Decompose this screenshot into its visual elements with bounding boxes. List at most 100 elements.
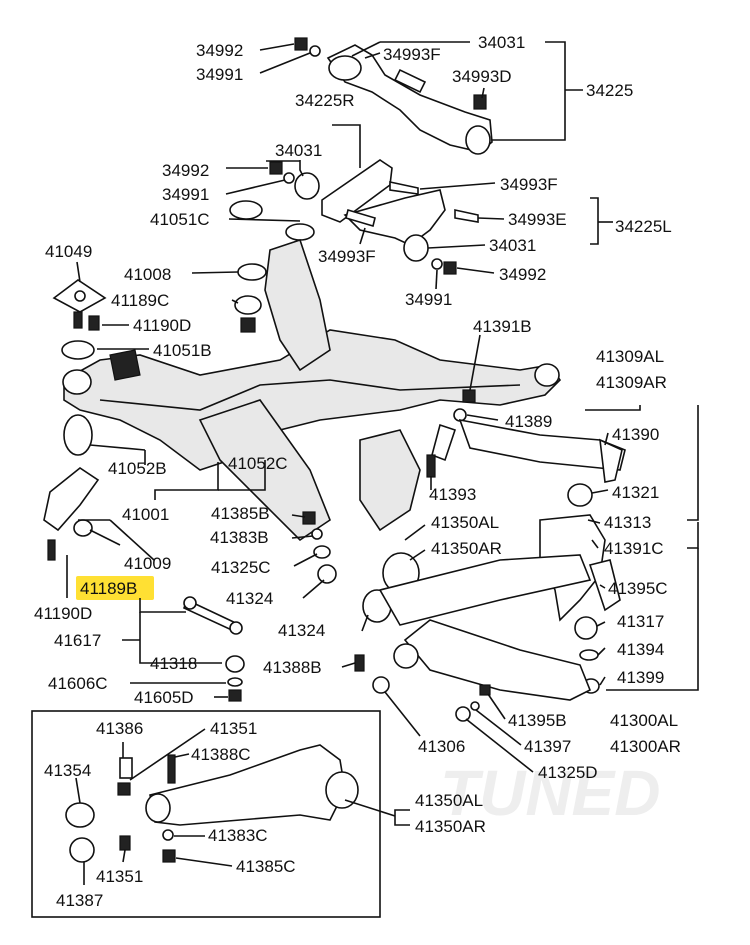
bolt-34993E bbox=[454, 209, 479, 223]
link-34225L bbox=[343, 189, 446, 246]
nut-34992-low bbox=[443, 261, 457, 275]
label-41051B: 41051B bbox=[153, 341, 212, 360]
bushing-34031-end bbox=[465, 125, 491, 155]
label-41391C: 41391C bbox=[604, 539, 664, 558]
label-41321: 41321 bbox=[612, 483, 659, 502]
label-41388B: 41388B bbox=[263, 658, 322, 677]
bushing-41321 bbox=[567, 483, 593, 507]
bolt-34993F-low bbox=[345, 208, 376, 228]
label-41605D: 41605D bbox=[134, 688, 194, 707]
label-41351-a: 41351 bbox=[210, 719, 257, 738]
detail-41387 bbox=[69, 837, 95, 863]
nut-41605D bbox=[228, 689, 242, 702]
arm-41350A bbox=[378, 554, 592, 626]
upper-arm-34225 bbox=[326, 44, 493, 153]
label-41300AL: 41300AL bbox=[610, 711, 678, 730]
label-41606C: 41606C bbox=[48, 674, 108, 693]
washer-41397 bbox=[470, 701, 480, 711]
watermark: TUNED bbox=[440, 757, 660, 829]
label-41395C: 41395C bbox=[608, 579, 668, 598]
mount-41051B bbox=[61, 340, 95, 360]
arm-41309A bbox=[458, 418, 626, 471]
label-41393: 41393 bbox=[429, 485, 476, 504]
bolt-41190D-lower bbox=[47, 539, 56, 561]
label-41052C: 41052C bbox=[228, 454, 288, 473]
detail-bushing bbox=[145, 793, 171, 823]
label-34991-c: 34991 bbox=[405, 290, 452, 309]
label-34225L: 34225L bbox=[615, 217, 672, 236]
arm-41300A bbox=[403, 619, 592, 701]
label-41318: 41318 bbox=[150, 654, 197, 673]
label-34991-b: 34991 bbox=[162, 185, 209, 204]
label-41009: 41009 bbox=[124, 554, 171, 573]
mount-41051C-right bbox=[285, 223, 315, 241]
label-41052B: 41052B bbox=[108, 459, 167, 478]
label-41190D-b: 41190D bbox=[34, 604, 92, 623]
detail-washer-41383C bbox=[162, 829, 174, 841]
label-41300AR: 41300AR bbox=[610, 737, 681, 756]
ring-41394 bbox=[579, 649, 599, 661]
label-41190D-a: 41190D bbox=[133, 316, 191, 335]
label-41395B: 41395B bbox=[508, 711, 567, 730]
label-41313: 41313 bbox=[604, 513, 651, 532]
label-41383C: 41383C bbox=[208, 826, 268, 845]
mount-41051C bbox=[229, 200, 263, 220]
part-drawings bbox=[31, 37, 626, 918]
label-41354: 41354 bbox=[44, 761, 91, 780]
detail-box bbox=[31, 710, 381, 918]
link-41617-end-b bbox=[229, 621, 243, 635]
label-34225R: 34225R bbox=[295, 91, 355, 110]
label-41386: 41386 bbox=[96, 719, 143, 738]
seal-41395C bbox=[588, 559, 621, 612]
nut-41306 bbox=[372, 676, 390, 694]
label-41350AR-b: 41350AR bbox=[415, 817, 486, 836]
arm-41390 bbox=[599, 438, 623, 483]
washer-34991-top bbox=[309, 45, 321, 57]
label-41351-b: 41351 bbox=[96, 867, 143, 886]
label-41325D: 41325D bbox=[538, 763, 598, 782]
label-41617: 41617 bbox=[54, 631, 101, 650]
label-34031-a: 34031 bbox=[478, 33, 525, 52]
nut-41391B bbox=[462, 389, 476, 403]
crossmember-end-right bbox=[534, 363, 560, 387]
label-41309AL: 41309AL bbox=[596, 347, 664, 366]
label-34993F-c: 34993F bbox=[318, 247, 376, 266]
crossmember-tower-left bbox=[264, 238, 331, 372]
nut-41385B bbox=[302, 511, 316, 525]
label-34991-a: 34991 bbox=[196, 65, 243, 84]
bracket-41049-stud bbox=[73, 311, 83, 329]
crossmember-end-left bbox=[62, 369, 92, 395]
detail-nut-41351-top bbox=[117, 782, 131, 796]
detail-bolt-41388C bbox=[167, 754, 176, 784]
label-41189C: 41189C bbox=[111, 291, 169, 310]
label-34993E: 34993E bbox=[508, 210, 567, 229]
label-34992-b: 34992 bbox=[162, 161, 209, 180]
bushing-41008 bbox=[237, 263, 267, 281]
nut-34992-top bbox=[294, 37, 308, 51]
label-41383B: 41383B bbox=[210, 528, 269, 547]
label-34031-c: 34031 bbox=[489, 236, 536, 255]
bolt-41388B bbox=[354, 654, 365, 672]
leader-lines bbox=[66, 41, 699, 885]
label-41388C: 41388C bbox=[191, 745, 251, 764]
washer-41606C bbox=[227, 677, 243, 687]
label-41049: 41049 bbox=[45, 242, 92, 261]
label-41350AL-a: 41350AL bbox=[431, 513, 499, 532]
label-41399: 41399 bbox=[617, 668, 664, 687]
washer-41383B bbox=[311, 528, 323, 540]
label-34992-c: 34992 bbox=[499, 265, 546, 284]
detail-nut-41385C bbox=[162, 849, 176, 863]
label-34992-a: 34992 bbox=[196, 41, 243, 60]
label-41001: 41001 bbox=[122, 505, 169, 524]
label-41391B: 41391B bbox=[473, 317, 532, 336]
spacer-41189C bbox=[234, 295, 262, 315]
bushing-41300A bbox=[393, 643, 419, 669]
bushing-34031-top bbox=[328, 55, 362, 81]
highlight-41189B bbox=[76, 576, 154, 600]
washer-41325D bbox=[455, 706, 471, 722]
crossmember-ridge bbox=[99, 379, 521, 411]
label-41325C: 41325C bbox=[211, 558, 271, 577]
crossmember-tower-right bbox=[359, 429, 421, 532]
